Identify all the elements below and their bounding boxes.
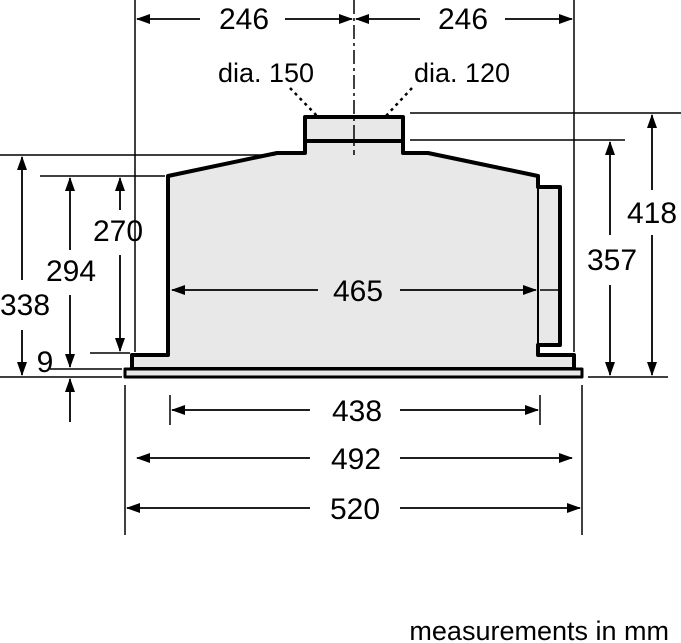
dimension-lines [17,14,657,513]
label-height-270: 270 [93,215,143,248]
label-height-294: 294 [46,255,96,288]
hood-body [130,139,576,371]
label-duct-large: dia. 150 [218,58,314,88]
hood-outline [123,115,584,379]
label-rim-width: 492 [331,443,381,476]
diameter-leaders [289,87,413,118]
extension-lines [0,0,681,535]
label-body-width: 438 [332,395,382,428]
label-height-9: 9 [37,346,54,379]
units-note: measurements in mm [409,616,669,643]
label-height-418: 418 [627,197,677,230]
label-top-left-width: 246 [219,3,269,36]
label-inner-width: 465 [333,275,383,308]
label-top-right-width: 246 [438,3,488,36]
label-height-357: 357 [587,244,637,277]
label-overall-width: 520 [330,493,380,526]
label-height-338: 338 [0,289,50,322]
label-duct-small: dia. 120 [414,58,510,88]
trim-frame [123,367,584,379]
